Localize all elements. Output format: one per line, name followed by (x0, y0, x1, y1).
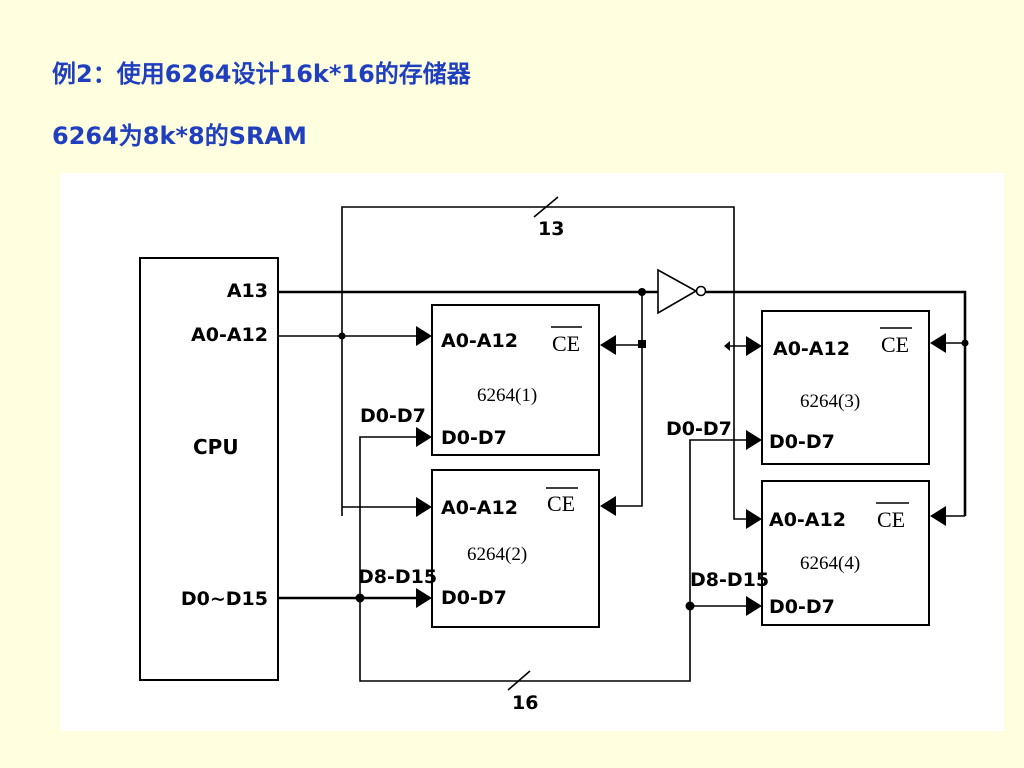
data-low-to-chip-3 (689, 439, 748, 606)
addr-arrow-chip-2 (416, 497, 432, 517)
data-bus-16 (359, 598, 691, 682)
data-arrow-chip-2 (416, 588, 432, 608)
inverter-gate (657, 268, 698, 315)
inverter-bubble (695, 285, 707, 297)
a13-inverted-line (706, 290, 967, 516)
data-junction-right (685, 601, 695, 611)
addr-width-label: 13 (538, 218, 564, 240)
chip-4-data-pin: D0-D7 (769, 596, 835, 618)
inv-junction (961, 339, 969, 347)
ce-arrow-chip-1 (600, 335, 616, 355)
chip-4-addr-pin: A0-A12 (769, 509, 846, 531)
addr-arrow-chip-3 (746, 336, 762, 356)
data-low-to-chip-1 (359, 436, 418, 598)
bus-label-high-right: D8-D15 (690, 569, 769, 591)
diagram-panel: A13 A0-A12 CPU D0~D15 A0-A12 CE 6264(1) … (60, 173, 1004, 731)
chip-3-addr-pin: A0-A12 (773, 338, 850, 360)
chip-3-block (761, 310, 930, 465)
chip-3-data-pin: D0-D7 (769, 431, 835, 453)
bus-label-low-left: D0-D7 (360, 405, 426, 427)
chip-4-block (761, 480, 930, 626)
chip-3-ce-pin: CE (881, 332, 909, 357)
chip-4-name: 6264(4) (800, 553, 860, 574)
cpu-pin-a13: A13 (227, 280, 268, 302)
data-width-label: 16 (512, 692, 538, 714)
chip-1-block (431, 304, 600, 456)
data-bus-slash (507, 670, 531, 691)
bus-label-low-right: D0-D7 (666, 418, 732, 440)
addr-to-chip-4 (733, 346, 748, 520)
chip-2-ce-pin: CE (547, 491, 575, 516)
chip-3-name: 6264(3) (800, 391, 860, 412)
memory-expansion-diagram: A13 A0-A12 CPU D0~D15 A0-A12 CE 6264(1) … (139, 196, 969, 714)
chip-1-addr-pin: A0-A12 (441, 330, 518, 352)
chip-2-name: 6264(2) (467, 544, 527, 565)
chip-1-data-pin: D0-D7 (441, 427, 507, 449)
data-arrow-chip-4 (746, 596, 762, 616)
slide-subtitle: 6264为8k*8的SRAM (52, 122, 307, 150)
addr-tap-dot (724, 341, 730, 351)
chip-2-addr-pin: A0-A12 (441, 497, 518, 519)
addr-junction (338, 332, 346, 340)
data-arrow-chip-1 (416, 427, 432, 447)
a13-junction (638, 288, 646, 296)
a13-to-chip-2-ce (615, 292, 643, 507)
chip-1-ce-pin: CE (552, 331, 580, 356)
addr-bus-slash (533, 196, 559, 218)
ce-arrow-chip-2 (600, 496, 616, 516)
bus-label-high-left: D8-D15 (358, 566, 437, 588)
cpu-block (139, 257, 279, 681)
chip-2-block (431, 469, 600, 628)
ce-junction-1 (638, 340, 646, 348)
slide-title: 例2：使用6264设计16k*16的存储器 (52, 60, 471, 88)
data-arrow-chip-3 (746, 430, 762, 450)
ce-arrow-chip-4 (930, 506, 946, 526)
cpu-pin-data-label: D0~D15 (181, 588, 268, 610)
chip-2-data-pin: D0-D7 (441, 587, 507, 609)
ce-arrow-chip-3 (930, 333, 946, 353)
addr-arrow-chip-1 (416, 326, 432, 346)
cpu-label: CPU (193, 435, 239, 459)
chip-4-ce-pin: CE (877, 507, 905, 532)
addr-bus-13 (341, 206, 735, 516)
addr-arrow-chip-4 (746, 509, 762, 529)
cpu-pin-addr: A0-A12 (191, 324, 268, 346)
chip-1-name: 6264(1) (477, 385, 537, 406)
